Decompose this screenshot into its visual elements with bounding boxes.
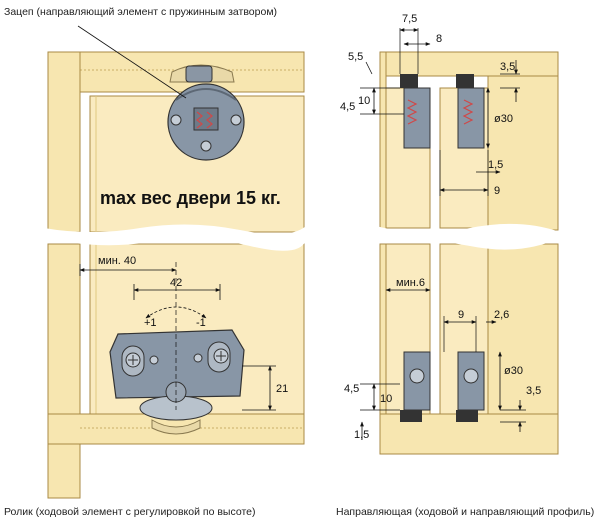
dim-3-5-top: 3,5 <box>500 61 515 73</box>
dim-5-5: 5,5 <box>348 51 363 63</box>
dim-d30-bottom: ø30 <box>504 365 523 377</box>
door-panel-top <box>89 95 305 233</box>
dim-10-top: 10 <box>358 95 370 107</box>
dim-4-5-top: 4,5 <box>340 101 355 113</box>
dim-10-bottom: 10 <box>380 393 392 405</box>
dim-2-6: 2,6 <box>494 309 509 321</box>
catch-leader-line <box>77 25 187 99</box>
dim-8: 8 <box>436 33 442 45</box>
left-bottom-assembly: мин. 40 42 +1 -1 21 <box>44 236 306 499</box>
left-top-assembly <box>44 25 306 240</box>
dim-4-5-bottom: 4,5 <box>344 383 359 395</box>
dim-min40: мин. 40 <box>98 255 136 267</box>
dim-min6: мин.6 <box>396 277 425 289</box>
dim-7-5: 7,5 <box>402 13 417 25</box>
dim-3-5-bottom: 3,5 <box>526 385 541 397</box>
weight-note: max вес двери 15 кг. <box>100 188 281 208</box>
right-top-rail <box>379 51 559 77</box>
dim-42: 42 <box>170 277 182 289</box>
left-stile-lower <box>47 243 81 499</box>
dim-1-5-top: 1,5 <box>488 159 503 171</box>
roller-caption: Ролик (ходовой элемент с регулировкой по… <box>4 506 256 518</box>
dim-minus1: -1 <box>196 317 206 329</box>
left-stile <box>47 51 81 233</box>
dim-9-bottom: 9 <box>458 309 464 321</box>
catch-caption: Зацеп (направляющий элемент с пружинным … <box>4 6 278 18</box>
dim-1-5-bottom: 1,5 <box>354 429 369 441</box>
dim-d30-top: ø30 <box>494 113 513 125</box>
dim-21: 21 <box>276 383 288 395</box>
right-assembly: 7,5 8 5,5 3,5 4,5 10 ø30 1,5 9 мин.6 9 2… <box>340 13 560 455</box>
dim-9-top: 9 <box>494 185 500 197</box>
torn-edge-bottom <box>44 236 306 251</box>
dim-plus1: +1 <box>144 317 157 329</box>
profile-caption: Направляющая (ходовой и направляющий про… <box>336 506 595 518</box>
spring-catch <box>167 64 245 161</box>
